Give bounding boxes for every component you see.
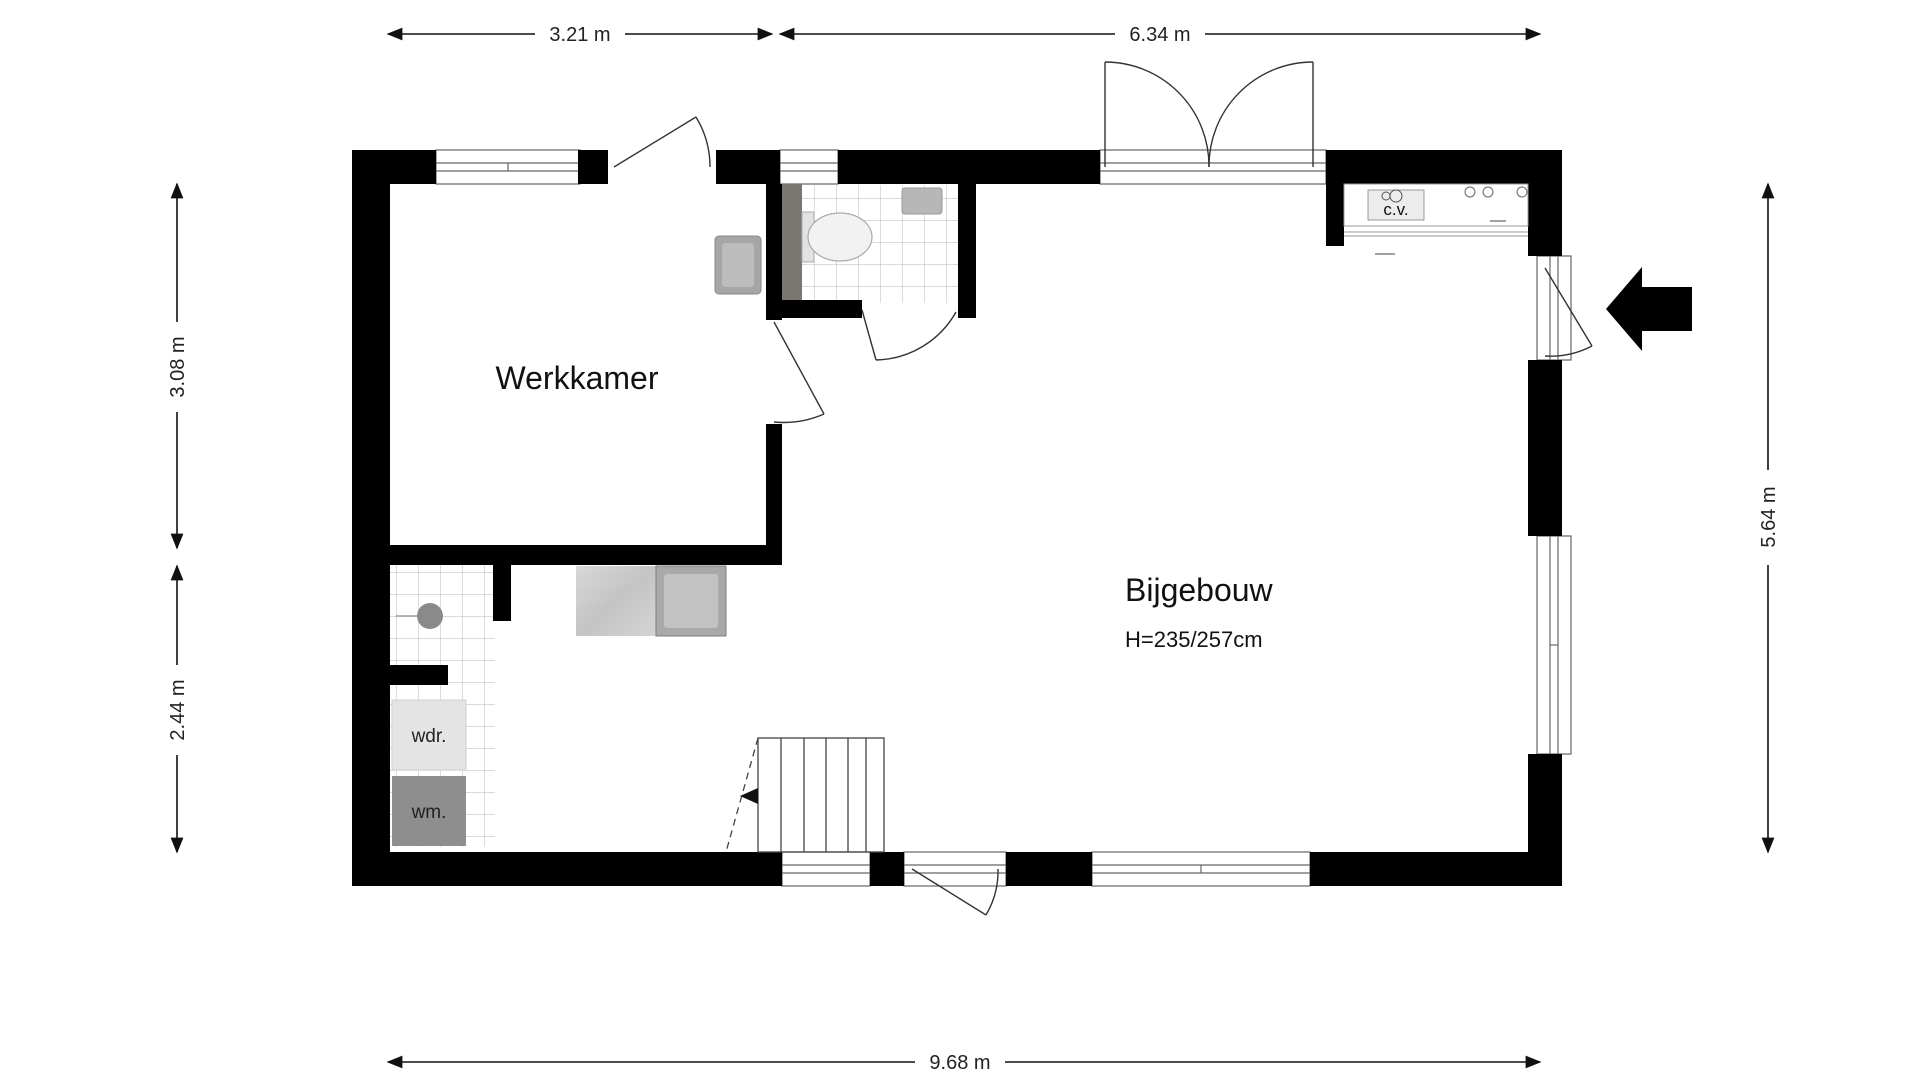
boiler-unit: c.v.	[1343, 183, 1529, 255]
floor-drain	[417, 603, 443, 629]
dimension-left-lower: 2.44 m	[167, 679, 189, 740]
dimension-bottom: 9.68 m	[929, 1052, 990, 1074]
doors	[613, 61, 1593, 916]
toilet-sink	[901, 187, 943, 215]
room-height-bijgebouw: H=235/257cm	[1125, 627, 1263, 652]
stair-direction-icon	[740, 788, 758, 804]
dryer-label: wdr.	[411, 726, 447, 747]
toilet-counter	[782, 184, 802, 300]
washing-machine	[392, 776, 466, 846]
room-label-bijgebouw: Bijgebouw	[1125, 572, 1274, 608]
werkkamer-sink-basin	[722, 243, 754, 287]
room-label-werkkamer: Werkkamer	[496, 360, 659, 396]
entrance-arrow-icon	[1606, 267, 1692, 351]
kitchen-counter	[576, 566, 656, 636]
dimension-top-right: 6.34 m	[1129, 24, 1190, 46]
windows	[435, 149, 1572, 887]
dimension-left-upper: 3.08 m	[167, 336, 189, 397]
walls	[352, 150, 1562, 886]
boiler-label: c.v.	[1383, 200, 1408, 219]
dryer	[391, 699, 467, 771]
washer-label: wm.	[411, 802, 447, 823]
toilet-bowl	[807, 212, 873, 262]
dimension-top-left: 3.21 m	[549, 24, 610, 46]
dimension-right: 5.64 m	[1758, 486, 1780, 547]
kitchen-sink-basin	[664, 574, 718, 628]
dimension-lines	[170, 27, 1775, 1069]
